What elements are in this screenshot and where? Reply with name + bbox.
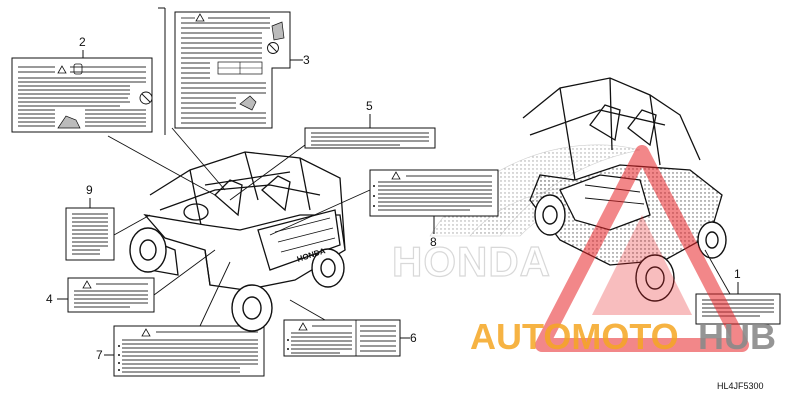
seatbelt-icon	[271, 21, 285, 41]
callout-3: 3	[303, 53, 310, 67]
leader-lines-left	[107, 127, 371, 327]
label-2-warning-sticker	[11, 57, 153, 133]
callout-4: 4	[46, 292, 53, 306]
callout-8: 8	[430, 235, 437, 249]
label-3-warning-sticker	[174, 11, 291, 129]
callout-9: 9	[86, 183, 93, 197]
callout-2: 2	[79, 35, 86, 49]
honda-ghost-text: HONDA	[392, 238, 551, 285]
label-8-warning-sticker	[369, 169, 499, 217]
label-9-sticker	[65, 207, 115, 261]
diagram-part-code: HL4JF5300	[717, 381, 764, 391]
utv-vehicle-right-view	[522, 77, 727, 302]
watermark-text-hub: HUB	[698, 316, 776, 357]
prohibition-icon	[267, 42, 279, 54]
label-4-warning-sticker	[67, 277, 155, 313]
utv-vehicle-left-view	[129, 151, 346, 332]
label-5-sticker	[304, 127, 436, 149]
vehicle-pictogram-icon	[57, 115, 81, 129]
watermark-text-automoto: AUTOMOTO	[470, 316, 679, 357]
label-7-warning-sticker	[113, 325, 265, 377]
callout-7: 7	[96, 348, 103, 362]
automotohub-watermark: AUTOMOTO HUB	[470, 145, 776, 357]
watermark-triangle-logo	[535, 145, 749, 352]
prohibition-icon	[139, 91, 153, 105]
label-6-warning-sticker	[283, 319, 401, 357]
leader-line-1	[704, 249, 731, 295]
callout-1: 1	[734, 267, 741, 281]
helmet-icon	[73, 63, 83, 75]
rollover-icon	[239, 95, 257, 111]
callout-5: 5	[366, 99, 373, 113]
callout-6: 6	[410, 331, 417, 345]
